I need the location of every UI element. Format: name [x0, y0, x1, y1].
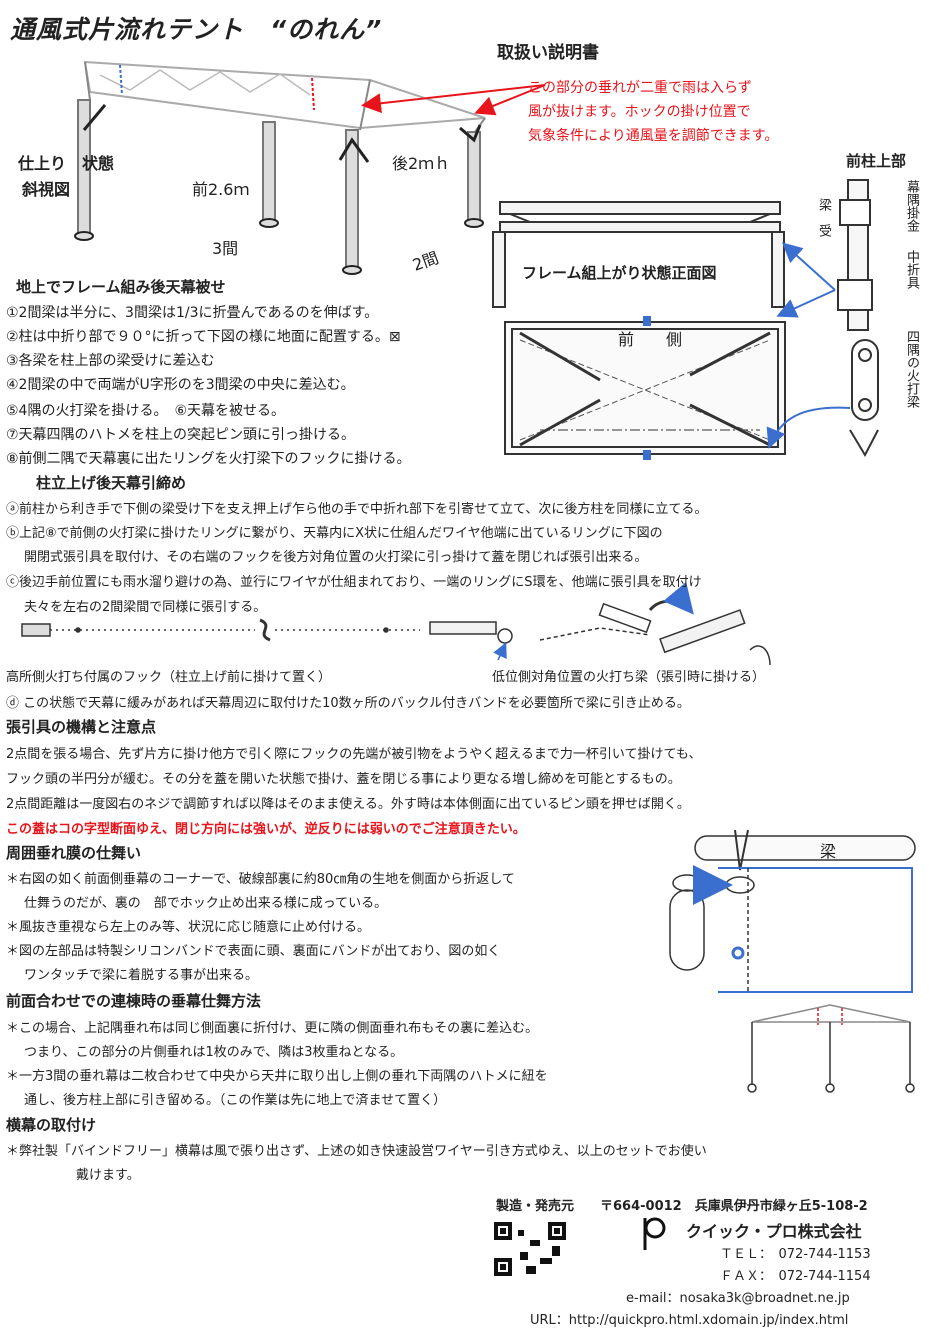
- rear-dim-label: 後2ｍｈ: [392, 154, 451, 173]
- section3-line: 2点間を張る場合、先ず片方に掛け他方で引く際にフックの先端が被引物をようやく超え…: [6, 747, 702, 762]
- front-pillar-top-label: 前柱上部: [846, 152, 907, 170]
- section2-item: ⓒ後辺手前位置にも雨水溜り避けの為、並行にワイヤが仕組まれており、一端のリングに…: [6, 575, 702, 590]
- section3-line: フック頭の半円分が緩む。その分を蓋を開いた状態で掛け、蓋を閉じる事により更なる増…: [6, 772, 681, 787]
- section4-line: ＊図の左部品は特製シリコンバンドで表面に頭、裏面にバンドが出ており、図の如く: [6, 944, 501, 959]
- section4-line: 仕舞うのだが、裏の 部でホック止め出来る様に成っている。: [24, 896, 388, 911]
- beam-label: 梁: [820, 842, 837, 861]
- section5-line: 通し、後方柱上部に引き留める。（この作業は先に地上で済ませて置く）: [24, 1093, 447, 1108]
- section6-line: ＊弊社製「バインドフリー」横幕は風で張り出さず、上述の如き快速設営ワイヤー引き方…: [6, 1144, 707, 1159]
- section2-item: ⓑ上記⑧で前側の火打梁に掛けたリングに繋がり、天幕内にX状に仕組んだワイヤ他端に…: [6, 526, 663, 541]
- section1-item: ⑧前側二隅で天幕裏に出たリングを火打梁下のフックに掛ける。: [6, 451, 411, 467]
- company-address: 〒664-0012 兵庫県伊丹市緑ヶ丘5-108-2: [600, 1199, 868, 1214]
- curtain-hook-label: 幕隅掛金: [904, 180, 919, 232]
- section2-item: ⓓ この状態で天幕に緩みがあれば天幕周辺に取付けた10数ヶ所のバックル付きバンド…: [6, 696, 690, 711]
- section5-line: ＊この場合、上記隅垂れ布は同じ側面裏に折付け、更に隣の側面垂れ布もその裏に差込む…: [6, 1021, 539, 1036]
- section4-line: ＊風抜き重視なら左上のみ等、状況に応じ随意に止め付ける。: [6, 920, 371, 935]
- company-name: クイック・プロ株式会社: [686, 1222, 862, 1241]
- high-hook-caption: 高所側火打ち付属のフック（柱立上げ前に掛けて置く）: [6, 670, 332, 685]
- section2-item: 夫々を左右の2間梁間で同様に張引する。: [24, 600, 267, 615]
- section1-item: ②柱は中折り部で９０°に折って下図の様に地面に配置する。⊠: [6, 329, 401, 345]
- tent-perspective-drawing: [74, 60, 546, 275]
- section1-item: ①2間梁は半分に、3間梁は1/3に折畳んであるのを伸ばす。: [6, 305, 379, 321]
- section2-item: ⓐ前柱から利き手で下側の梁受け下を支え押上げ乍ら他の手で中折れ部下を引寄せて立て…: [6, 502, 708, 517]
- section2-heading: 柱立上げ後天幕引締め: [36, 474, 187, 492]
- top-note-line: 風が抜けます。ホックの掛け位置で: [528, 104, 751, 120]
- company-email[interactable]: e-mail：nosaka3k@broadnet.ne.jp: [626, 1291, 850, 1306]
- front-side-label: 前 側: [618, 330, 683, 349]
- section1-item: ④2間梁の中で両端がU字形のを3間梁の中央に差込む。: [6, 377, 355, 393]
- section5-heading: 前面合わせでの連棟時の垂幕仕舞方法: [6, 992, 262, 1010]
- curtain-fold-diagram: [669, 829, 916, 993]
- section5-line: つまり、この部分の片側垂れは1枚のみで、隣は3枚重ねとなる。: [24, 1045, 404, 1060]
- mid-fold-label: 中折具: [904, 250, 919, 289]
- tensioner-drawings: [21, 581, 771, 666]
- section1-item: ⑤4隅の火打梁を掛ける。 ⑥天幕を被せる。: [6, 403, 286, 419]
- top-note-line: 気象条件により通風量を調節できます。: [528, 128, 779, 144]
- section4-heading: 周囲垂れ膜の仕舞い: [6, 844, 142, 862]
- section6-line: 戴けます。: [76, 1168, 140, 1183]
- page-title: 通風式片流れテント “のれん”: [10, 15, 383, 44]
- corner-brace-label: 四隅の火打梁: [904, 330, 919, 408]
- perspective-label: 斜視図: [22, 180, 71, 199]
- section2-item: 開閉式張引具を取付け、その右端のフックを後方対角位置の火打梁に引っ掛けて蓋を閉じ…: [24, 550, 648, 565]
- section1-item: ⑦天幕四隅のハトメを柱上の突起ピン頭に引っ掛ける。: [6, 427, 355, 443]
- section1-heading: 地上でフレーム組み後天幕被せ: [16, 278, 226, 296]
- top-note-line: この部分の垂れが二重で雨は入らず: [528, 80, 752, 96]
- finished-label: 仕上り 状態: [18, 154, 115, 173]
- section4-line: ワンタッチで梁に着脱する事が出来る。: [24, 968, 259, 983]
- front-dim-label: 前2.6ｍ: [192, 180, 250, 199]
- company-fax: ＦＡＸ： 072-744-1154: [720, 1269, 871, 1284]
- section6-heading: 横幕の取付け: [6, 1116, 97, 1134]
- company-url[interactable]: URL：http://quickpro.html.xdomain.jp/inde…: [530, 1313, 849, 1328]
- page-subtitle: 取扱い説明書: [497, 43, 599, 63]
- qr-code: [494, 1222, 566, 1276]
- maker-label: 製造・発売元: [496, 1199, 575, 1214]
- section1-item: ③各梁を柱上部の梁受けに差込む: [6, 353, 215, 369]
- frame-front-view-label: フレーム組上がり状態正面図: [522, 264, 717, 282]
- section3-line: 2点間距離は一度図右のネジで調節すれば以降はそのまま使える。外す時は本体側面に出…: [6, 797, 690, 812]
- connected-tents-diagram: [747, 1004, 915, 1093]
- beam-receiver-label: 梁 受: [816, 198, 831, 237]
- span3-label: 3間: [212, 239, 239, 258]
- section3-warning: この蓋はコの字型断面ゆえ、閉じ方向には強いが、逆反りには弱いのでご注意頂きたい。: [6, 822, 526, 837]
- frame-plan-view: [504, 316, 786, 460]
- section3-heading: 張引具の機構と注意点: [6, 718, 157, 736]
- section5-line: ＊一方3間の垂れ幕は二枚合わせて中央から天井に取り出し上側の垂れ下両隅のハトメに…: [6, 1069, 548, 1084]
- frame-front-elevation: [492, 201, 785, 308]
- section4-line: ＊右図の如く前面側垂幕のコーナーで、破線部裏に約80㎝角の生地を側面から折返して: [6, 872, 515, 887]
- front-pillar-detail: [766, 179, 879, 458]
- company-tel: ＴＥＬ： 072-744-1153: [720, 1247, 871, 1262]
- low-brace-caption: 低位側対角位置の火打ち梁（張引時に掛ける）: [492, 670, 766, 685]
- company-logo: [643, 1217, 666, 1250]
